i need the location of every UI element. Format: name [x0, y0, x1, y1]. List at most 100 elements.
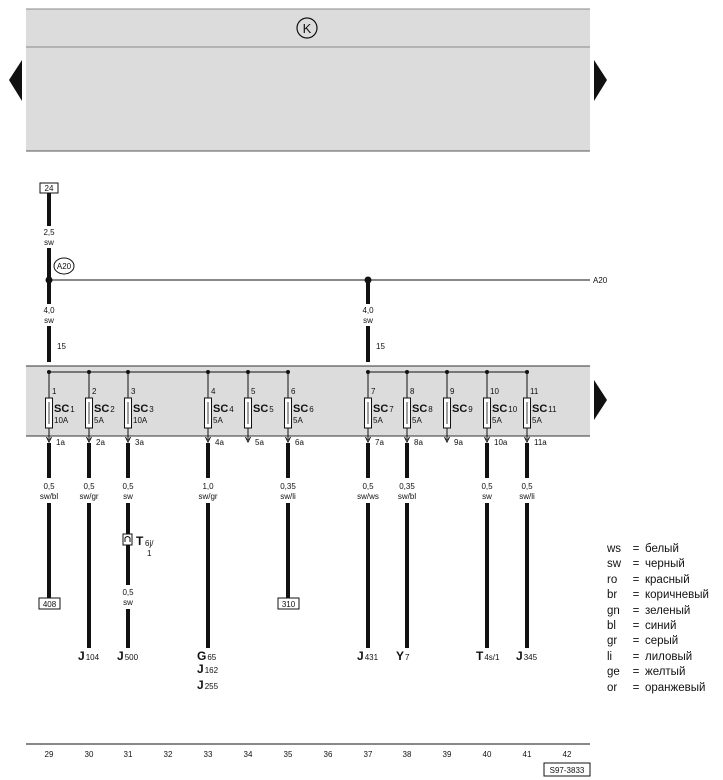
- fuse-pin: 9: [450, 387, 455, 396]
- a20-junction-marker: [53, 257, 75, 275]
- fuse-node: [126, 370, 130, 374]
- track-number: 31: [124, 750, 133, 759]
- legend-row: gn=зеленый: [607, 604, 709, 619]
- track-number: 33: [204, 750, 213, 759]
- wire-arrow-icon: [205, 436, 211, 444]
- legend-color-name: лиловый: [645, 650, 693, 663]
- component-main: J: [197, 678, 204, 692]
- wire-arrow-icon: [285, 436, 291, 444]
- fuse-output-label: 6a: [295, 438, 304, 447]
- feed-2-terminal: 15: [376, 342, 385, 351]
- legend-row: br=коричневый: [607, 588, 709, 603]
- fuse-name-text: SC: [412, 403, 427, 415]
- legend-color-name: белый: [645, 543, 679, 555]
- track-number: 35: [284, 750, 293, 759]
- wire-size: 0,5: [521, 482, 533, 491]
- wire-size: 0,35: [280, 482, 296, 491]
- legend-color-name: черный: [645, 558, 685, 571]
- fuse-pin: 4: [211, 387, 216, 396]
- legend-code: ge: [607, 666, 620, 679]
- component-label: J162: [197, 662, 219, 676]
- component-label: J500: [117, 649, 139, 663]
- next-page-arrow-icon[interactable]: [594, 60, 607, 101]
- component-main: J: [78, 649, 85, 663]
- fuse-rating: 5A: [373, 416, 383, 425]
- fuse-name: SC10: [492, 403, 518, 415]
- component-main: J: [197, 662, 204, 676]
- a20-node-right: [364, 276, 372, 284]
- legend-equals: =: [632, 589, 640, 602]
- fuse-number: 8: [428, 405, 433, 414]
- fuse-pin: 10: [490, 387, 499, 396]
- legend-color-name: красный: [645, 573, 690, 586]
- fuse-name: SC6: [293, 403, 314, 415]
- ref-408-box: [38, 597, 61, 610]
- a20-junction-label: A20: [57, 262, 72, 271]
- legend-equals: =: [632, 681, 640, 694]
- connector-wire-color: sw: [123, 598, 133, 607]
- fuse-name-text: SC: [94, 403, 109, 415]
- fuse-node: [405, 370, 409, 374]
- wire-size: 0,5: [481, 482, 493, 491]
- legend-equals: =: [632, 635, 640, 648]
- legend-row: ro=красный: [607, 573, 709, 588]
- ref-310-box: [277, 597, 300, 610]
- prev-page-arrow-icon[interactable]: [9, 60, 22, 101]
- fuse-output-label: 2a: [96, 438, 105, 447]
- wire-arrow-icon: [245, 436, 251, 444]
- component-label: J104: [78, 649, 100, 663]
- fuse-output-label: 1a: [56, 438, 65, 447]
- wire-size: 0,5: [362, 482, 374, 491]
- header-band: [26, 9, 590, 151]
- fuse-name-text: SC: [54, 403, 69, 415]
- legend-color-name: синий: [645, 620, 677, 633]
- component-label: G65: [197, 649, 217, 663]
- component-sub: 162: [205, 666, 219, 675]
- fuse-name: SC5: [253, 403, 274, 415]
- header-symbol: K: [303, 21, 312, 36]
- fuse-name-text: SC: [373, 403, 388, 415]
- fuse-pin: 5: [251, 387, 256, 396]
- fuse-name: SC8: [412, 403, 433, 415]
- wire-color: sw/li: [280, 492, 296, 501]
- legend-equals: =: [632, 604, 640, 617]
- fuse-block-band: [26, 366, 590, 436]
- fuse-rating: 5A: [213, 416, 223, 425]
- fuse-node: [445, 370, 449, 374]
- fuse-output-label: 11a: [534, 438, 547, 447]
- legend-equals: =: [632, 666, 640, 679]
- component-label: T4s/1: [476, 649, 500, 663]
- fuse-node: [485, 370, 489, 374]
- fuse-output-label: 3a: [135, 438, 144, 447]
- track-number: 37: [364, 750, 373, 759]
- feed-1-size: 4,0: [43, 306, 55, 315]
- fuse-node: [286, 370, 290, 374]
- doc-id: S97-3833: [550, 766, 585, 775]
- wire-color: sw/ws: [357, 492, 379, 501]
- fuse-pin: 11: [530, 387, 539, 396]
- next-track-arrow-icon[interactable]: [594, 380, 607, 420]
- fuse-name: SC4: [213, 403, 234, 415]
- component-main: J: [357, 649, 364, 663]
- wire-size: 0,35: [399, 482, 415, 491]
- track-number: 42: [563, 750, 572, 759]
- track-number: 38: [403, 750, 412, 759]
- component-label: Y7: [396, 649, 410, 663]
- wire-size: 0,5: [43, 482, 55, 491]
- legend-equals: =: [632, 650, 640, 663]
- wire-color: sw/li: [519, 492, 535, 501]
- wire-arrow-icon: [365, 436, 371, 444]
- header-symbol-icon: [296, 17, 318, 39]
- wire-arrow-icon: [404, 436, 410, 444]
- legend-row: ws=белый: [607, 542, 709, 557]
- fuse-rating: 5A: [293, 416, 303, 425]
- track-number: 30: [85, 750, 94, 759]
- wire-arrow-icon: [524, 436, 530, 444]
- fuse-rating: 5A: [492, 416, 502, 425]
- fuse-output-label: 9a: [454, 438, 463, 447]
- track-number: 40: [483, 750, 492, 759]
- fuse-pin: 2: [92, 387, 97, 396]
